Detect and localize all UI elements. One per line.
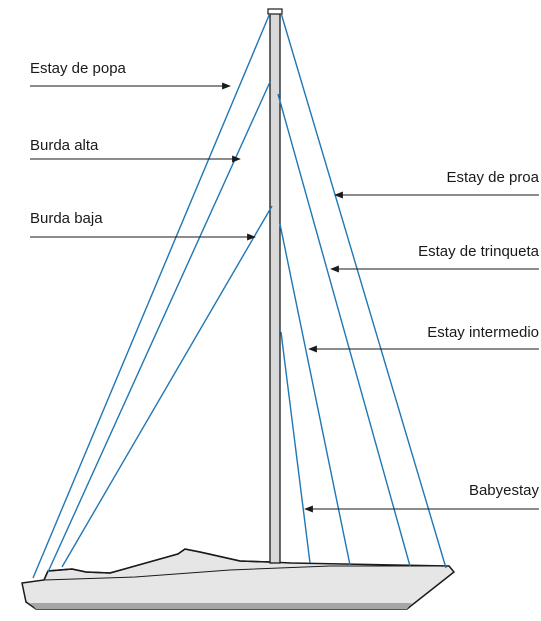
- babystay-line: [280, 331, 311, 564]
- label-babyestay: Babyestay: [469, 482, 540, 499]
- running-backstay-low-line: [61, 205, 273, 568]
- label-estay-de-popa: Estay de popa: [30, 60, 127, 77]
- label-group-estay-de-proa: Estay de proa: [334, 169, 540, 199]
- deck-line: [21, 565, 449, 584]
- running-backstay-high-line: [47, 81, 271, 573]
- rigging: [32, 12, 447, 579]
- hull-bottom-stripe: [30, 603, 412, 609]
- hull: [21, 548, 456, 610]
- cabin-top: [43, 548, 271, 581]
- label-estay-de-proa: Estay de proa: [446, 169, 539, 186]
- label-estay-intermedio: Estay intermedio: [427, 324, 539, 341]
- staysail-stay-line: [277, 93, 411, 567]
- inner-forestay-line: [279, 223, 351, 566]
- backstay-line: [32, 12, 271, 579]
- label-group-burda-baja: Burda baja: [30, 210, 256, 241]
- label-group-estay-intermedio: Estay intermedio: [308, 324, 539, 353]
- label-group-babyestay: Babyestay: [304, 482, 540, 513]
- label-group-burda-alta: Burda alta: [30, 137, 241, 163]
- label-burda-alta: Burda alta: [30, 137, 99, 154]
- forestay-line: [280, 12, 447, 569]
- label-group-estay-de-popa: Estay de popa: [30, 60, 231, 90]
- label-estay-de-trinqueta: Estay de trinqueta: [418, 243, 540, 260]
- label-burda-baja: Burda baja: [30, 210, 103, 227]
- label-group-estay-de-trinqueta: Estay de trinqueta: [330, 243, 540, 273]
- mast: [267, 8, 283, 564]
